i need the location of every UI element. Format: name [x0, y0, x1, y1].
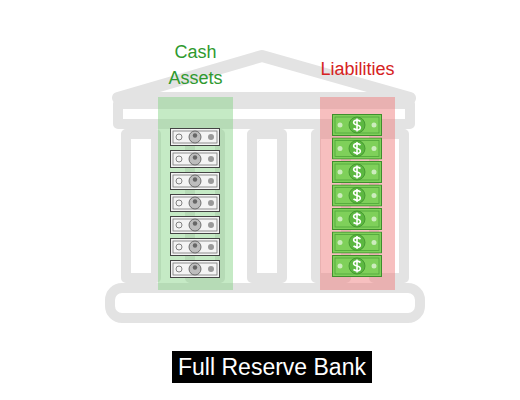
column-heading: Liabilities — [303, 56, 413, 82]
cash-note-stack — [333, 115, 382, 277]
assets-column: Cash Assets — [158, 97, 233, 290]
dollar-bill-stack — [171, 129, 220, 278]
liabilities-column: Liabilities — [320, 97, 395, 290]
assets-column — [158, 97, 233, 290]
column-heading: Cash Assets — [161, 39, 231, 91]
caption: Full Reserve Bank — [172, 351, 372, 383]
bank-building — [110, 56, 420, 318]
liabilities-column — [320, 97, 395, 290]
